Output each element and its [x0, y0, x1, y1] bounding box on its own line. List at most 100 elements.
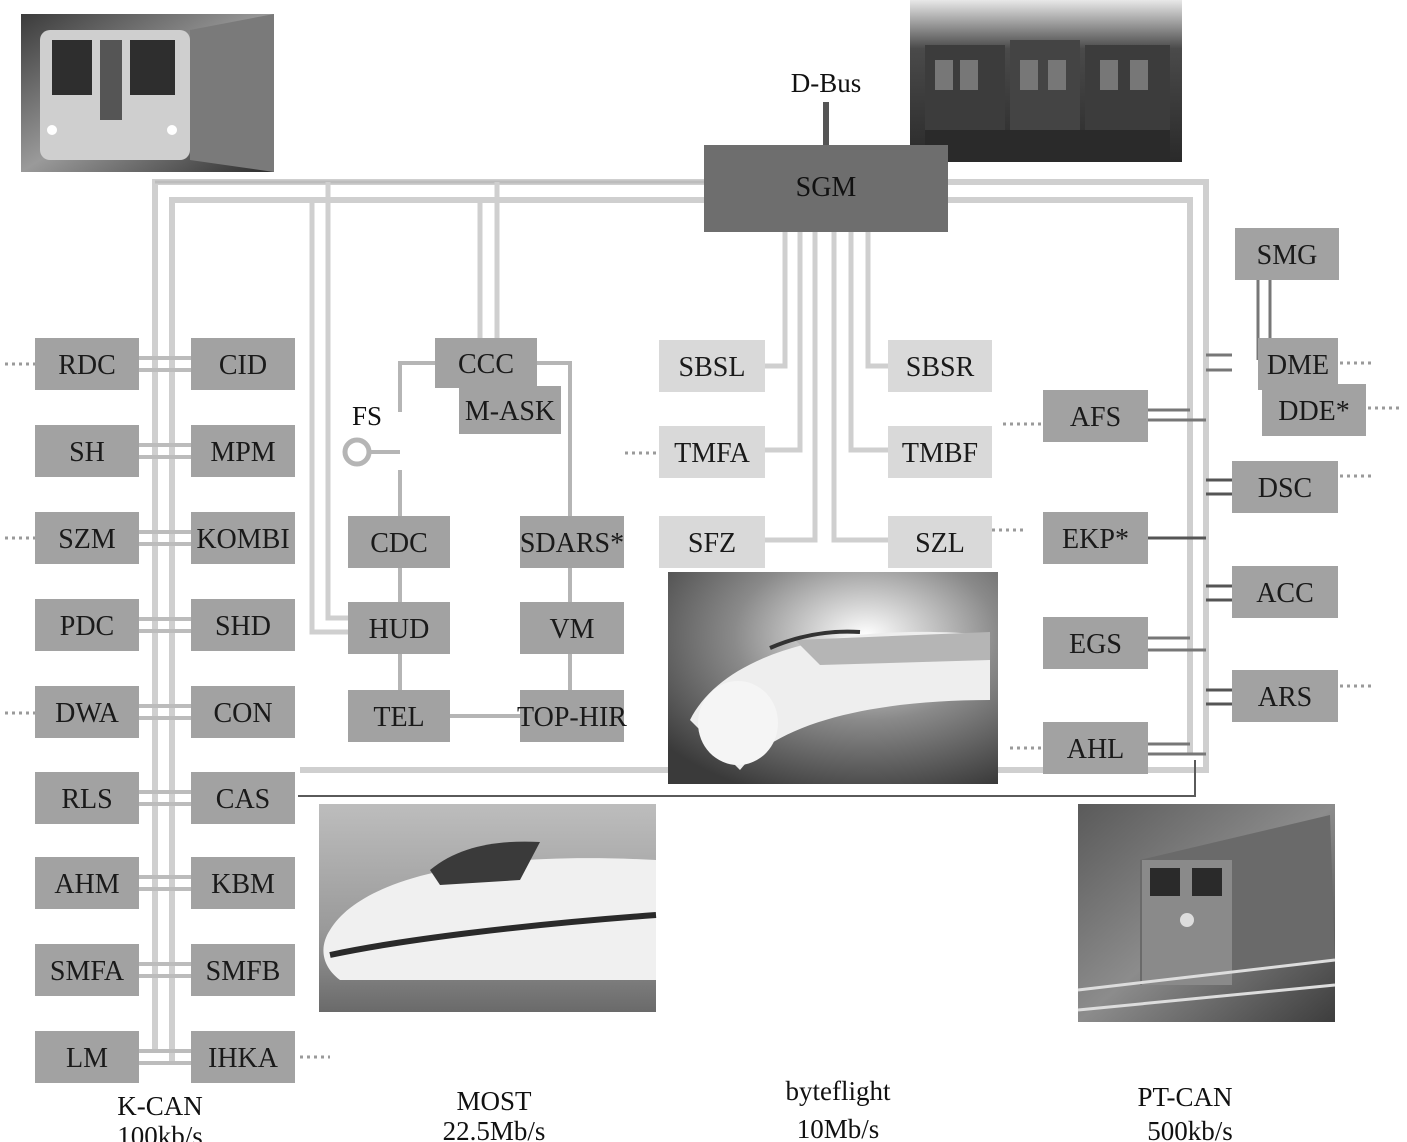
kcan-speed: 100kb/s — [117, 1121, 203, 1142]
ecu-node-vm: VM — [520, 602, 624, 654]
ecu-label: TEL — [373, 702, 424, 733]
ecu-node-con: CON — [191, 686, 295, 738]
byteflight-speed: 10Mb/s — [797, 1114, 880, 1142]
ecu-label: SMFA — [50, 956, 125, 987]
ecu-label: AHL — [1067, 734, 1125, 765]
ptcan-speed: 500kb/s — [1147, 1116, 1233, 1142]
ecu-label: SMFB — [206, 956, 281, 987]
diesel-locomotive-photo — [1077, 804, 1336, 1022]
ecu-node-hud: HUD — [348, 602, 450, 654]
ecu-label: VM — [549, 614, 594, 645]
ecu-node-kombi: KOMBI — [191, 512, 295, 564]
high-speed-train-tunnel-photo — [668, 572, 998, 784]
ecu-label: CCC — [458, 349, 514, 380]
ecu-box — [1262, 384, 1366, 436]
ecu-label: SDARS* — [520, 528, 624, 559]
high-speed-train-photo — [319, 804, 657, 1012]
ecu-node-ahm: AHM — [35, 857, 139, 909]
ecu-box — [348, 516, 450, 568]
ecu-label: CDC — [370, 528, 428, 559]
ecu-box — [1232, 461, 1338, 513]
ecu-node-rls: RLS — [35, 772, 139, 824]
ecu-node-dde-star: DDE* — [1262, 384, 1366, 436]
ecu-box — [888, 516, 992, 568]
ecu-node-smg: SMG — [1235, 228, 1339, 280]
ecu-label: ARS — [1258, 682, 1312, 713]
ecu-node-tmfa: TMFA — [659, 426, 765, 478]
ecu-node-ccc: CCC — [435, 338, 537, 388]
ecu-node-tel: TEL — [348, 690, 450, 742]
ecu-box — [35, 1031, 139, 1083]
ecu-node-kbm: KBM — [191, 857, 295, 909]
ecu-node-m-ask: M-ASK — [459, 386, 561, 434]
ecu-box — [659, 516, 765, 568]
ecu-node-mpm: MPM — [191, 425, 295, 477]
ecu-box — [191, 425, 295, 477]
ecu-label: CAS — [216, 784, 270, 815]
ecu-box — [1232, 566, 1338, 618]
ecu-box — [520, 516, 624, 568]
ecu-box — [659, 340, 765, 392]
ecu-node-cas: CAS — [191, 772, 295, 824]
ecu-label: SHD — [215, 611, 271, 642]
ecu-label: TMBF — [902, 438, 978, 469]
railway-station-photo — [910, 0, 1182, 162]
ecu-box — [35, 512, 139, 564]
ecu-label: EKP* — [1062, 524, 1129, 555]
ecu-label: RLS — [61, 784, 112, 815]
ecu-node-szm: SZM — [35, 512, 139, 564]
ecu-label: AFS — [1070, 402, 1121, 433]
ecu-node-dsc: DSC — [1232, 461, 1338, 513]
ptcan-name: PT-CAN — [1137, 1082, 1232, 1112]
most-speed: 22.5Mb/s — [443, 1116, 546, 1142]
ecu-box — [191, 857, 295, 909]
ecu-node-tmbf: TMBF — [888, 426, 992, 478]
kcan-name: K-CAN — [117, 1091, 203, 1121]
ecu-box — [35, 686, 139, 738]
ecu-label: CID — [219, 350, 267, 381]
ecu-node-ars: ARS — [1232, 670, 1338, 722]
ecu-box — [191, 338, 295, 390]
ecu-node-top-hir: TOP-HIR — [517, 690, 627, 742]
bus-legend: K-CAN 100kb/s MOST 22.5Mb/s byteflight 1… — [117, 1076, 1233, 1142]
ecu-label: KOMBI — [196, 524, 289, 555]
ecu-box — [520, 602, 624, 654]
ecu-box — [35, 772, 139, 824]
sgm-gateway: SGM — [704, 145, 948, 232]
ecu-box — [35, 857, 139, 909]
ecu-node-shd: SHD — [191, 599, 295, 651]
ecu-node-ihka: IHKA — [191, 1031, 295, 1083]
ecu-label: ACC — [1256, 578, 1314, 609]
ecu-box — [191, 772, 295, 824]
ecu-node-sh: SH — [35, 425, 139, 477]
ecu-label: SMG — [1257, 240, 1318, 271]
metro-train-photo — [21, 14, 274, 172]
ecu-box — [520, 690, 624, 742]
ecu-node-sdars-star: SDARS* — [520, 516, 624, 568]
ecu-box — [191, 599, 295, 651]
ecu-label: PDC — [60, 611, 114, 642]
ecu-box — [35, 944, 139, 996]
ecu-label: IHKA — [208, 1043, 279, 1074]
ecu-node-ekp-star: EKP* — [1043, 512, 1148, 564]
ecu-label: MPM — [210, 437, 275, 468]
ecu-box — [35, 599, 139, 651]
most-name: MOST — [456, 1086, 532, 1116]
ecu-box — [659, 426, 765, 478]
ecu-label: SH — [69, 437, 105, 468]
ecu-box — [1043, 390, 1148, 442]
ecu-box — [348, 690, 450, 742]
ecu-node-dme: DME — [1258, 338, 1338, 390]
d-bus-label: D-Bus — [791, 68, 862, 98]
ecu-node-dwa: DWA — [35, 686, 139, 738]
ecu-box — [191, 686, 295, 738]
ecu-box — [35, 425, 139, 477]
ecu-label: KBM — [211, 869, 275, 900]
ecu-label: SZM — [58, 524, 116, 555]
ecu-box — [348, 602, 450, 654]
ecu-node-sfz: SFZ — [659, 516, 765, 568]
ecu-label: DME — [1267, 350, 1329, 381]
ecu-label: M-ASK — [465, 396, 555, 427]
ecu-label: EGS — [1069, 629, 1122, 660]
ecu-node-rdc: RDC — [35, 338, 139, 390]
